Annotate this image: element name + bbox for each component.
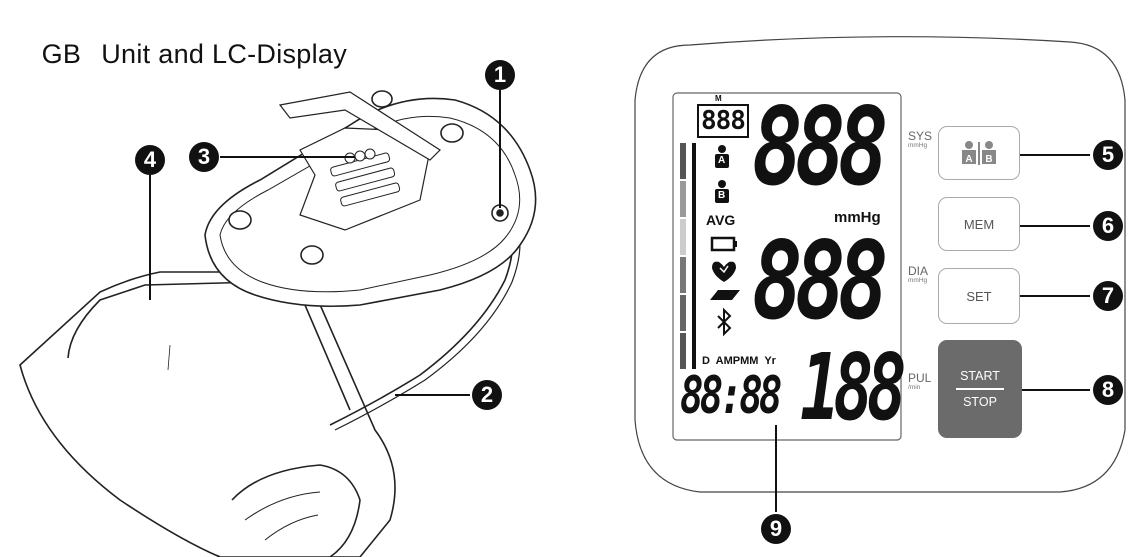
svg-text:A: A <box>965 154 972 165</box>
callout-5: 5 <box>1093 140 1123 170</box>
callout-2: 2 <box>472 380 502 410</box>
irregular-heartbeat-icon <box>712 261 736 282</box>
start-stop-divider <box>956 388 1004 390</box>
cuff-wrap-icon <box>710 290 740 300</box>
callout-6: 6 <box>1093 211 1123 241</box>
dia-text: DIA <box>908 264 929 278</box>
monitor-bottom-drawing <box>204 90 537 308</box>
memory-marker: M <box>715 94 722 103</box>
dia-label: DIA mmHg <box>908 265 928 285</box>
pul-unit: /min <box>908 384 921 391</box>
user-ab-icon: A B <box>962 141 996 165</box>
callout-7: 7 <box>1093 281 1123 311</box>
user-b-label: B <box>718 190 726 201</box>
dia-digits: 888 <box>752 219 889 344</box>
lcd-window <box>672 92 902 441</box>
start-label: START <box>960 369 1000 384</box>
user-a-label: A <box>718 155 726 166</box>
callout-9: 9 <box>761 514 791 544</box>
mem-button[interactable]: MEM <box>938 197 1020 251</box>
bluetooth-icon <box>717 307 732 337</box>
user-a-icon <box>715 145 729 168</box>
language-code: GB <box>41 39 82 69</box>
date-labels: D AMPMM Yr <box>702 355 776 367</box>
callout-1: 1 <box>485 60 515 90</box>
callout-3: 3 <box>189 142 219 172</box>
dia-unit: mmHg <box>908 277 928 284</box>
set-button[interactable]: SET <box>938 268 1020 324</box>
pul-text: PUL <box>908 371 932 385</box>
user-b-icon <box>715 180 729 203</box>
sys-unit: mmHg <box>908 142 928 149</box>
memory-digits: 888 <box>697 104 749 138</box>
svg-text:B: B <box>985 154 992 165</box>
avg-label: AVG <box>706 212 736 228</box>
sys-text: SYS <box>908 129 933 143</box>
user-select-button[interactable]: A B <box>938 126 1020 180</box>
start-stop-button[interactable]: START STOP <box>938 340 1022 438</box>
risk-indicator-bar <box>680 143 696 369</box>
unit-label: mmHg <box>834 209 881 226</box>
time-digits: 88:88 <box>680 366 782 426</box>
sys-digits: 888 <box>752 85 889 210</box>
page-title: GB Unit and LC-Display <box>26 8 347 70</box>
callout-4: 4 <box>135 145 165 175</box>
stop-label: STOP <box>963 394 997 409</box>
title-text: Unit and LC-Display <box>101 39 348 69</box>
pulse-digits: 188 <box>800 334 907 441</box>
sys-label: SYS mmHg <box>908 130 932 150</box>
cuff-drawing <box>19 271 396 557</box>
battery-icon <box>710 236 737 252</box>
pul-label: PUL /min <box>908 372 931 392</box>
callout-8: 8 <box>1093 375 1123 405</box>
